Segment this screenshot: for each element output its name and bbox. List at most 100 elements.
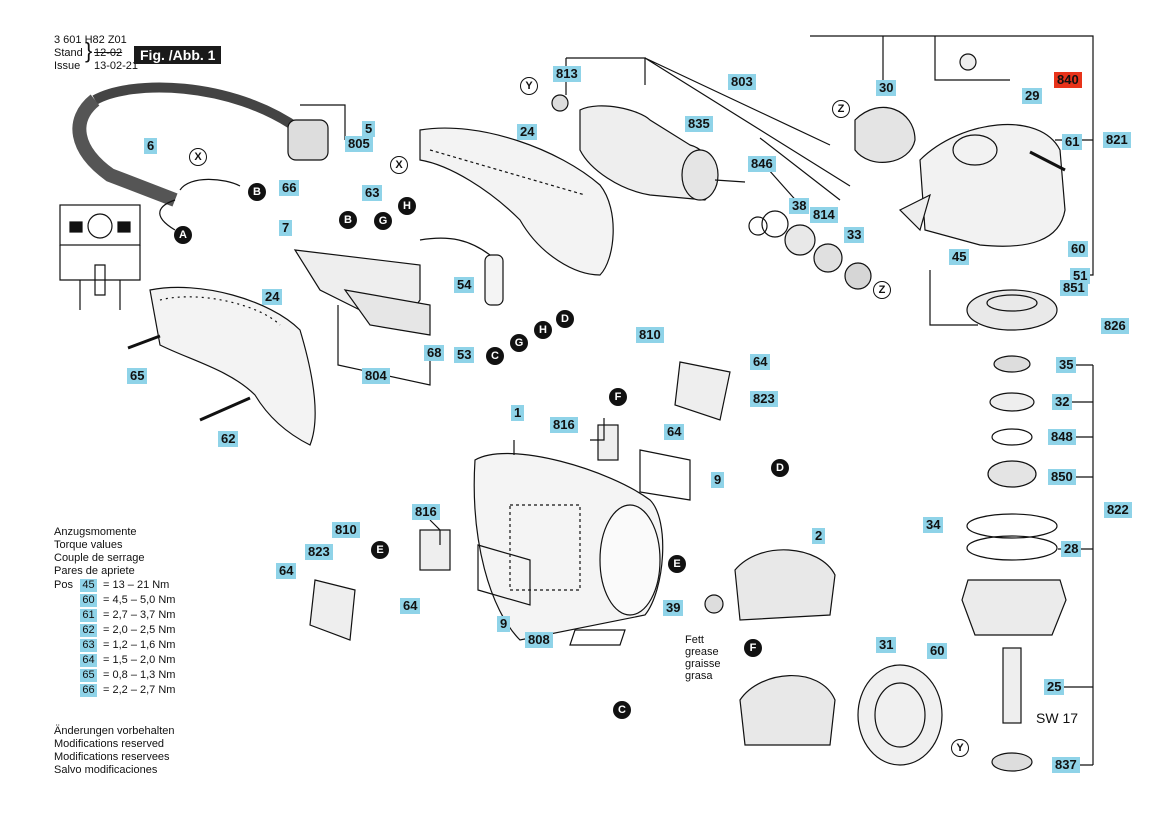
grease-en: grease [685, 646, 719, 658]
bevel-gear-826 [966, 289, 1058, 331]
part-804: 804 [362, 368, 390, 384]
stand-old-date: 12-02 [94, 47, 123, 59]
issue-date: 13-02-21 [94, 60, 139, 72]
legend-row: Pos 45 = 13 – 21 Nm [54, 578, 175, 593]
grease-de: Fett [685, 634, 704, 646]
legend-title-de: Anzugsmomente [54, 526, 137, 538]
main-handle-housing [419, 127, 614, 276]
bearing-flange [961, 579, 1067, 636]
bearing-cover-31 [857, 664, 943, 766]
connector-x-2: X [390, 156, 408, 174]
part-826: 826 [1101, 318, 1129, 334]
legend-row: 62= 2,0 – 2,5 Nm [54, 623, 175, 638]
part-6: 6 [144, 138, 158, 154]
part-25: 25 [1044, 679, 1065, 695]
wrench-size: SW 17 [1036, 710, 1079, 726]
bearing-814 [813, 243, 843, 273]
legend-value: = 2,7 – 3,7 Nm [103, 609, 176, 621]
connector-x-1: X [189, 148, 207, 166]
part-5: 5 [362, 121, 376, 137]
legend-pos: 65 [80, 669, 97, 682]
legend-value: = 0,8 – 1,3 Nm [103, 669, 176, 681]
legend-pos: 61 [80, 609, 97, 622]
connector-e-1: E [668, 555, 686, 573]
part-2: 2 [812, 528, 826, 544]
legend-title-es: Pares de apriete [54, 565, 135, 577]
legend-pos: 64 [80, 654, 97, 667]
part-848: 848 [1048, 429, 1076, 445]
note-fr: Modifications reservees [54, 751, 170, 763]
capacitor [484, 254, 504, 306]
gear-head-housing [919, 123, 1066, 247]
part-62: 62 [218, 431, 239, 447]
part-840: 840 [1054, 72, 1082, 88]
legend-title-en: Torque values [54, 539, 123, 551]
connector-h-1: H [398, 197, 416, 215]
connector-z-1: Z [832, 100, 850, 118]
part-33: 33 [844, 227, 865, 243]
legend-pos: 45 [80, 579, 97, 592]
brush-holder-816 [597, 424, 619, 461]
connector-f-1: F [609, 388, 627, 406]
spur-gear-30 [854, 106, 916, 163]
doc-number: 3 601 H82 Z01 [54, 34, 127, 46]
connector-c-1: C [486, 347, 504, 365]
legend-row: 66= 2,2 – 2,7 Nm [54, 683, 175, 698]
part-810-lower: 810 [332, 522, 360, 538]
legend-pos: 60 [80, 594, 97, 607]
part-54: 54 [454, 277, 475, 293]
switch-schematic [59, 204, 141, 246]
rear-handle [149, 286, 316, 446]
spindle-25 [1002, 647, 1022, 724]
part-805: 805 [345, 136, 373, 152]
brace-icon: } [85, 38, 93, 63]
part-851: 851 [1060, 280, 1088, 296]
part-68: 68 [424, 345, 445, 361]
part-803: 803 [728, 74, 756, 90]
part-850: 850 [1048, 469, 1076, 485]
legend-row: 61 = 2,7 – 3,7 Nm [54, 608, 175, 623]
legend-value: = 1,5 – 2,0 Nm [103, 654, 176, 666]
grease-es: grasa [685, 670, 713, 682]
field-coil-lower [739, 675, 836, 746]
part-64-c: 64 [276, 563, 297, 579]
part-24-lower: 24 [262, 289, 283, 305]
connector-y-2: Y [951, 739, 969, 757]
stand-label: Stand [54, 47, 83, 59]
part-823-upper: 823 [750, 391, 778, 407]
part-813: 813 [553, 66, 581, 82]
part-31: 31 [876, 637, 897, 653]
part-66: 66 [279, 180, 300, 196]
cable-sleeve [72, 94, 178, 207]
connector-b-2: B [339, 211, 357, 229]
note-es: Salvo modificaciones [54, 764, 158, 776]
part-38: 38 [789, 198, 810, 214]
legend-row: 65 = 0,8 – 1,3 Nm [54, 668, 175, 683]
part-65: 65 [127, 368, 148, 384]
part-822: 822 [1104, 502, 1132, 518]
part-60-upper: 60 [1068, 241, 1089, 257]
connector-c-2: C [613, 701, 631, 719]
part-53: 53 [454, 347, 475, 363]
connector-y-1: Y [520, 77, 538, 95]
connector-z-2: Z [873, 281, 891, 299]
part-29: 29 [1022, 88, 1043, 104]
part-39: 39 [663, 600, 684, 616]
part-810-upper: 810 [636, 327, 664, 343]
field-coil-upper [734, 549, 836, 621]
legend-row: 63= 1,2 – 1,6 Nm [54, 638, 175, 653]
legend-pos-label: Pos [54, 579, 73, 591]
part-30: 30 [876, 80, 897, 96]
part-1: 1 [511, 405, 525, 421]
modification-notes: Änderungen vorbehalten Modifications res… [54, 725, 174, 777]
part-835: 835 [685, 116, 713, 132]
bearing-813 [551, 94, 569, 112]
legend-title-fr: Couple de serrage [54, 552, 145, 564]
legend-value: = 4,5 – 5,0 Nm [103, 594, 176, 606]
part-24-upper: 24 [517, 124, 538, 140]
part-35: 35 [1056, 357, 1077, 373]
connector-g-1: G [374, 212, 392, 230]
part-823-lower: 823 [305, 544, 333, 560]
legend-row: 60 = 4,5 – 5,0 Nm [54, 593, 175, 608]
connector-e-2: E [371, 541, 389, 559]
